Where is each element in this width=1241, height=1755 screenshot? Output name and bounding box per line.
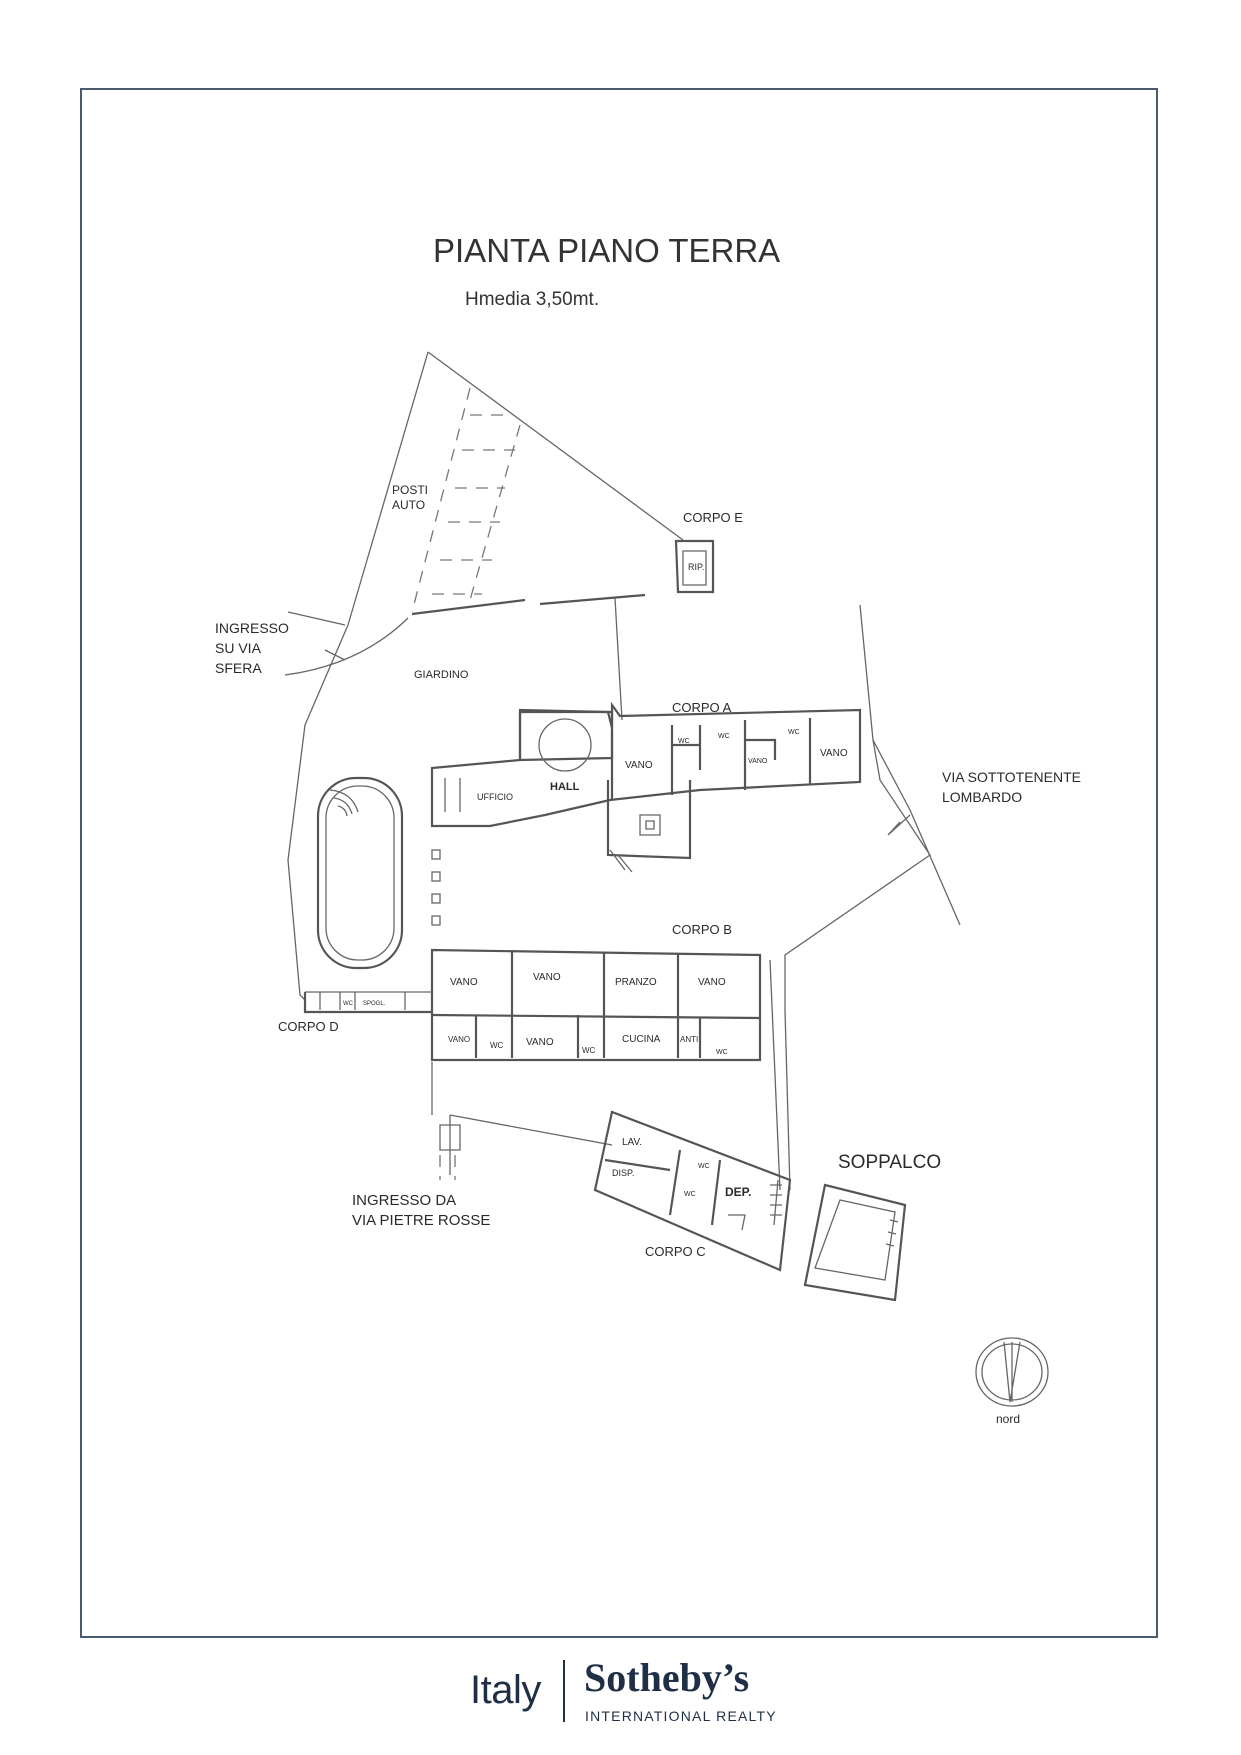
corpo-d-label: CORPO D xyxy=(278,1019,339,1034)
posti-label: POSTI xyxy=(392,483,428,497)
giardino-label: GIARDINO xyxy=(414,669,469,681)
ingresso-sfera-label-2: SU VIA xyxy=(215,640,262,656)
spogl-label: SPOGL. xyxy=(363,1001,386,1007)
ingresso-pietre-rosse-label-1: INGRESSO DA xyxy=(352,1192,456,1209)
rip-label: RIP. xyxy=(688,562,704,572)
corpo-b-vano-1: VANO xyxy=(450,977,478,988)
corpo-e-label: CORPO E xyxy=(683,510,743,525)
corpo-a-wc-2: WC xyxy=(718,733,730,740)
corpo-c-label: CORPO C xyxy=(645,1244,706,1259)
soppalco-label: SOPPALCO xyxy=(838,1152,941,1173)
corpo-e xyxy=(674,539,715,594)
entrance-arrow-sfera xyxy=(284,611,409,676)
soppalco xyxy=(803,1183,907,1302)
parking-area xyxy=(347,351,684,626)
corpo-a-wc-3: WC xyxy=(788,729,800,736)
corpo-b-wc-2: WC xyxy=(582,1046,596,1055)
via-sottotenente-label-2: LOMBARDO xyxy=(942,789,1022,805)
brand-tagline: INTERNATIONAL REALTY xyxy=(585,1708,777,1724)
ingresso-pietre-rosse-label-2: VIA PIETRE ROSSE xyxy=(352,1212,490,1229)
corpo-a-vano-2: VANO xyxy=(748,758,768,765)
via-sottotenente-label-1: VIA SOTTOTENENTE xyxy=(942,769,1081,785)
corpo-b-vano-3: VANO xyxy=(698,977,726,988)
plan-frame xyxy=(80,88,1158,1638)
corpo-d-wc: WC xyxy=(343,1001,354,1007)
ingresso-sfera-label-3: SFERA xyxy=(215,660,262,676)
entrance-arrow-sottotenente xyxy=(887,814,911,836)
corpo-d xyxy=(303,991,432,1014)
corpo-b-vano-2: VANO xyxy=(533,972,561,983)
auto-label: AUTO xyxy=(392,498,425,512)
corpo-a xyxy=(430,701,862,873)
corpo-c-wc-2: WC xyxy=(684,1191,696,1198)
corpo-a-vano-1: VANO xyxy=(625,760,653,771)
corpo-a-label: CORPO A xyxy=(672,700,732,715)
corpo-b-label: CORPO B xyxy=(672,922,732,937)
corpo-b-vano-5: VANO xyxy=(526,1037,554,1048)
corpo-a-vano-3: VANO xyxy=(820,748,848,759)
dep-label: DEP. xyxy=(725,1185,751,1199)
ufficio-label: UFFICIO xyxy=(477,792,513,802)
brand-country: Italy xyxy=(470,1668,541,1712)
plan-title: PIANTA PIANO TERRA xyxy=(433,232,780,269)
plan-subtitle: Hmedia 3,50mt. xyxy=(465,289,599,310)
corpo-a-wc-1: WC xyxy=(678,738,690,745)
anti-label: ANTI xyxy=(680,1035,698,1044)
ingresso-sfera-label-1: INGRESSO xyxy=(215,620,289,636)
corpo-c xyxy=(593,1110,792,1272)
north-arrow-icon xyxy=(975,1337,1049,1407)
corpo-b-vano-4: VANO xyxy=(448,1035,470,1044)
corpo-b xyxy=(430,948,762,1062)
pranzo-label: PRANZO xyxy=(615,977,657,988)
brand-logo: Sotheby’s xyxy=(584,1655,750,1700)
corpo-c-wc-1: WC xyxy=(698,1163,710,1170)
corpo-b-wc-3: WC xyxy=(716,1049,728,1056)
hall-label: HALL xyxy=(550,781,580,793)
disp-label: DISP. xyxy=(612,1168,634,1178)
cucina-label: CUCINA xyxy=(622,1034,661,1045)
nord-label: nord xyxy=(996,1412,1020,1426)
entrance-pietre-rosse xyxy=(431,1062,461,1180)
lav-label: LAV. xyxy=(622,1137,642,1148)
site-outline xyxy=(287,597,961,1191)
pergola-columns xyxy=(431,849,441,926)
hall-round-table xyxy=(538,718,592,772)
corpo-b-wc-1: WC xyxy=(490,1041,504,1050)
pool xyxy=(316,776,404,970)
brand-divider xyxy=(563,1660,565,1722)
